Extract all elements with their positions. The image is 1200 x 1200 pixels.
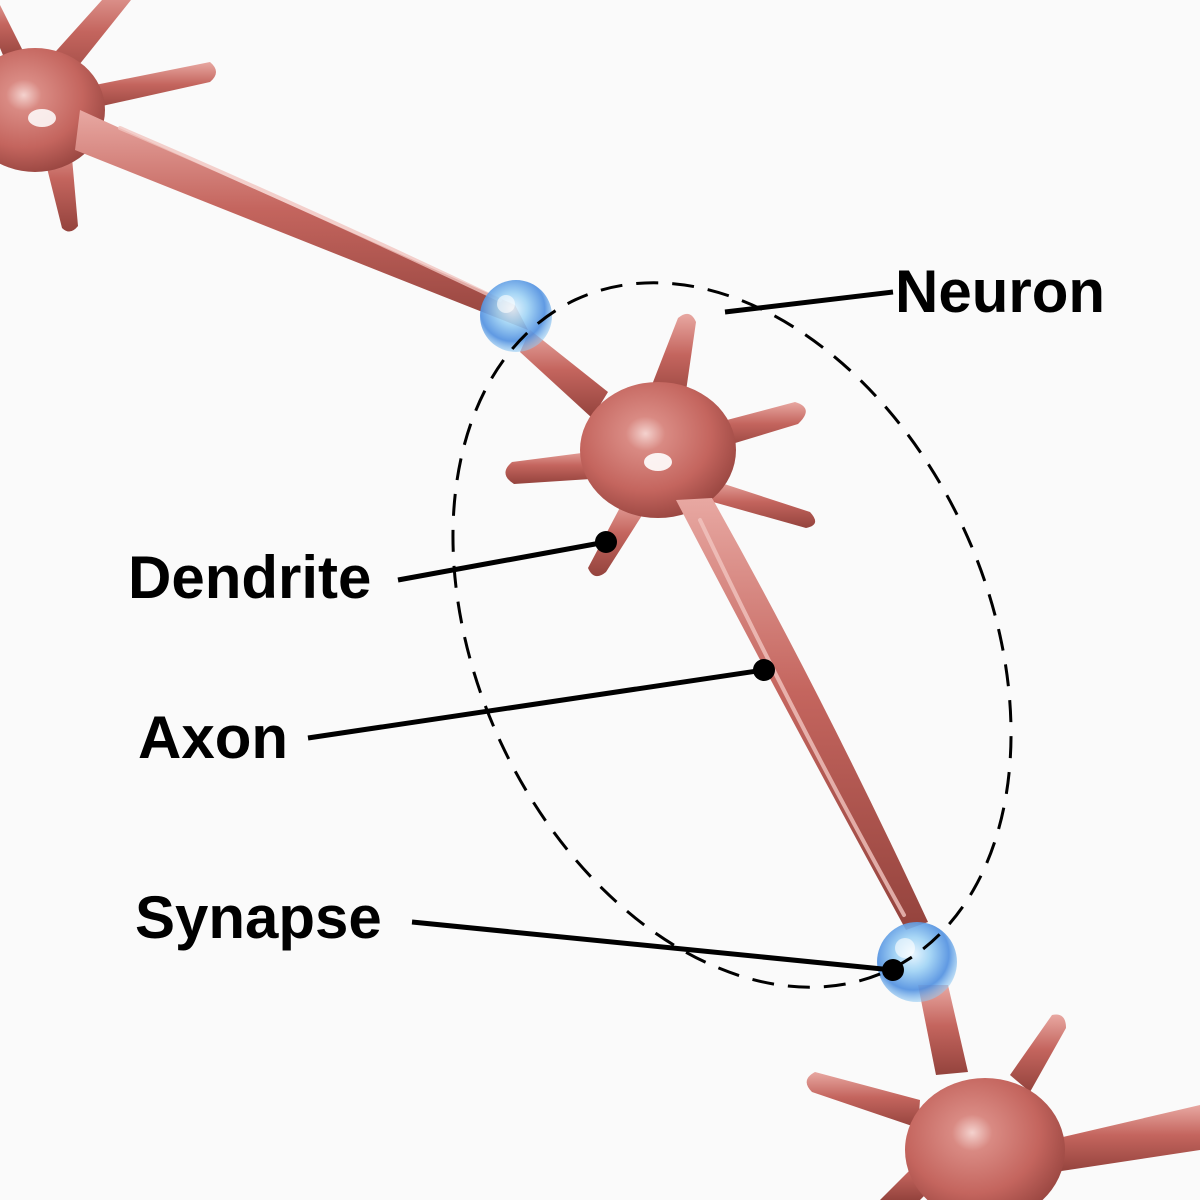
axon-label: Axon — [138, 704, 288, 771]
upper-neuron-dendrite — [70, 62, 216, 112]
dendrite-leader-dot — [595, 531, 617, 553]
lower-synapse — [877, 922, 957, 1002]
labelled-dendrite — [588, 498, 648, 577]
neuron-leader-line — [724, 289, 894, 315]
upper-synapse-sphere — [480, 280, 552, 352]
upper-neuron-highlight — [28, 109, 56, 127]
central-neuron-dendrite — [520, 330, 608, 418]
neuron-outline — [451, 281, 1013, 989]
synapse-label: Synapse — [135, 884, 382, 951]
lower-neuron-dendrite — [918, 985, 968, 1075]
central-neuron-axon — [676, 498, 928, 930]
lower-neuron-dendrite — [1010, 1014, 1066, 1092]
axon-leader-dot — [753, 659, 775, 681]
upper-synapse — [480, 280, 552, 352]
central-neuron — [505, 313, 928, 930]
upper-neuron — [0, 0, 528, 330]
lower-neuron-dendrite — [806, 1072, 920, 1128]
synapse-leader-dot — [882, 959, 904, 981]
dendrite-label: Dendrite — [128, 544, 371, 611]
lower-neuron — [806, 985, 1200, 1200]
lower-neuron-axon — [1050, 1105, 1200, 1172]
dendrite-leader-line — [397, 539, 607, 583]
central-neuron-highlight — [644, 453, 672, 471]
upper-neuron-dendrite — [0, 5, 25, 60]
central-neuron-soma — [580, 382, 736, 518]
lower-neuron-soma — [905, 1078, 1065, 1200]
central-neuron-dendrite — [706, 480, 816, 528]
upper-neuron-axon — [75, 110, 528, 330]
axon-leader-line — [307, 667, 765, 741]
synapse-leader-line — [411, 919, 894, 973]
neuron-label: Neuron — [895, 258, 1105, 325]
